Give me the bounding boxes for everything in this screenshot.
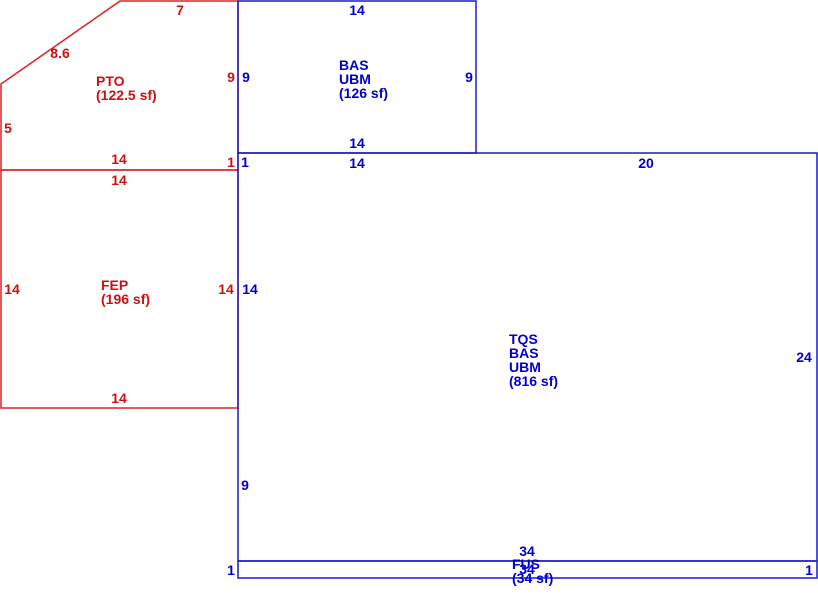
strip-dim-overlay: 34 [519, 561, 535, 577]
main-dim-top-right: 20 [638, 155, 654, 171]
fep-dim-bottom: 14 [111, 390, 127, 406]
bas-upper-dim-top: 14 [349, 2, 365, 18]
pto-dim-bottom: 14 [111, 151, 127, 167]
pto-dim-left: 5 [4, 120, 12, 136]
strip-area-value: (34 sf) [512, 570, 553, 586]
pto-dim-corner: 1 [227, 154, 235, 170]
bas-upper-area-value: (126 sf) [339, 85, 388, 101]
pto-area-value: (122.5 sf) [96, 87, 157, 103]
bas-upper-dim-left: 9 [242, 69, 250, 85]
fep-code: FEP [101, 277, 128, 293]
bas-upper-dim-right: 9 [465, 69, 473, 85]
strip-dim-right: 1 [805, 562, 813, 578]
main-area-value: (816 sf) [509, 373, 558, 389]
main-dim-right: 24 [796, 349, 812, 365]
strip-code: FUS [512, 556, 540, 572]
strip-dim-left: 1 [227, 562, 235, 578]
main-code-2: BAS [509, 345, 539, 361]
main-code-1: TQS [509, 331, 538, 347]
strip-area-outline [237, 560, 818, 579]
bas-upper-dim-bottom: 14 [349, 135, 365, 151]
pto-dim-top: 7 [176, 2, 184, 18]
main-dim-corner: 1 [241, 154, 249, 170]
fep-area-value: (196 sf) [101, 291, 150, 307]
fep-dim-right: 14 [218, 281, 234, 297]
pto-code: PTO [96, 73, 125, 89]
fep-dim-top: 14 [111, 172, 127, 188]
bas-upper-code-1: BAS [339, 57, 369, 73]
main-dim-left-lower: 9 [241, 477, 249, 493]
main-dim-left-upper: 14 [242, 281, 258, 297]
bas-upper-code-2: UBM [339, 71, 371, 87]
main-dim-top-left: 14 [349, 155, 365, 171]
main-dim-bottom: 34 [519, 543, 535, 559]
pto-dim-diagonal: 8.6 [50, 45, 70, 61]
fep-dim-left: 14 [4, 281, 20, 297]
pto-dim-right: 9 [227, 69, 235, 85]
main-code-3: UBM [509, 359, 541, 375]
